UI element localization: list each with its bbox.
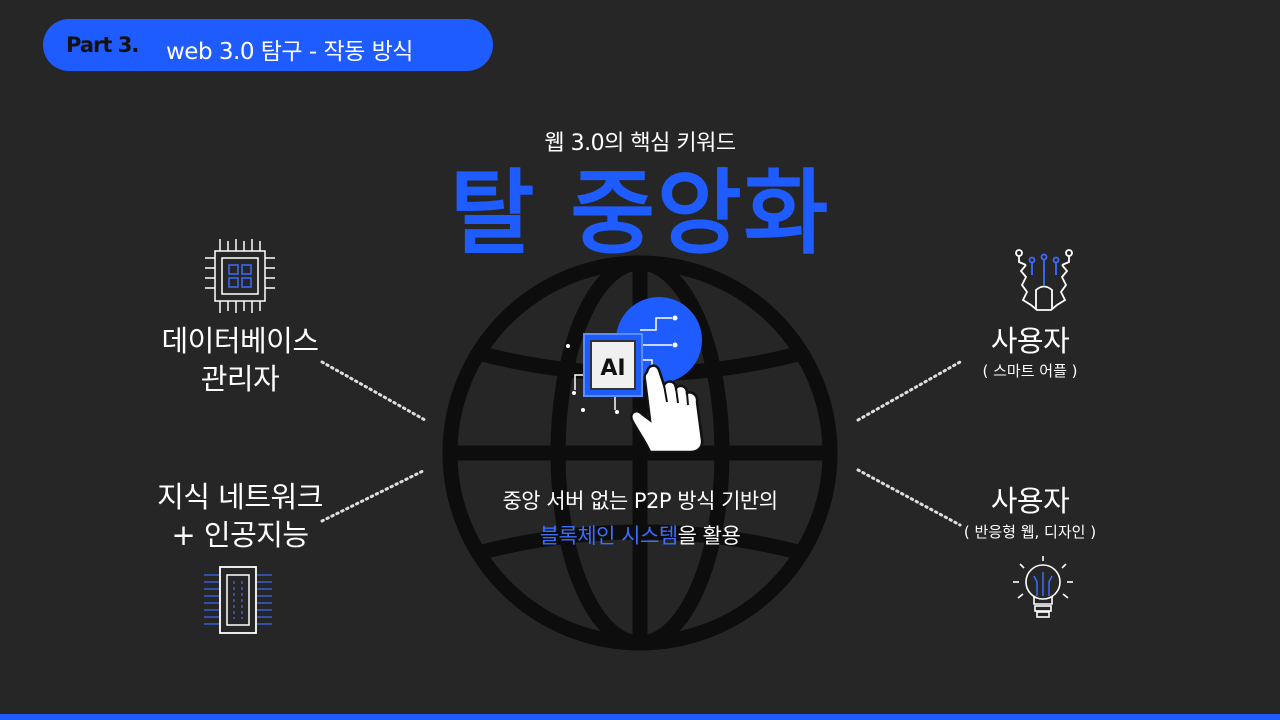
right-top-label: 사용자	[990, 324, 1070, 358]
header-title: web 3.0 탐구 - 작동 방식	[166, 39, 413, 65]
left-bottom-label-line1: 지식 네트워크	[157, 480, 323, 514]
header-pill	[43, 19, 493, 71]
left-top-label: 데이터베이스 관리자	[140, 322, 340, 398]
blockchain-accent-text: 블록체인 시스템	[539, 524, 678, 548]
chip-icon	[205, 239, 275, 313]
lightbulb-icon	[1013, 556, 1073, 618]
center-description-line1: 중앙 서버 없는 P2P 방식 기반의	[502, 489, 778, 513]
left-top-label-line1: 데이터베이스	[161, 324, 319, 358]
center-description-line2: 블록체인 시스템을 활용	[0, 520, 1280, 550]
left-bottom-label-line2: + 인공지능	[171, 518, 309, 552]
center-line2-rest: 을 활용	[677, 524, 741, 548]
header-part-label: Part 3.	[66, 33, 139, 57]
gear-circuit-icon	[1015, 249, 1073, 311]
left-bottom-label: 지식 네트워크 + 인공지능	[130, 478, 350, 554]
right-bottom-sublabel: ( 반응형 웹, 디자인 )	[963, 523, 1097, 541]
right-bottom-label: 사용자	[990, 484, 1070, 518]
subtitle: 웹 3.0의 핵심 키워드	[544, 131, 736, 156]
circuit-board-icon	[204, 566, 272, 634]
main-title: 탈 중앙화	[449, 160, 831, 267]
bottom-accent-bar	[0, 714, 1280, 720]
right-top-sublabel: ( 스마트 어플 )	[982, 362, 1078, 380]
ai-badge-text: AI	[600, 356, 625, 381]
left-top-label-line2: 관리자	[200, 362, 280, 396]
